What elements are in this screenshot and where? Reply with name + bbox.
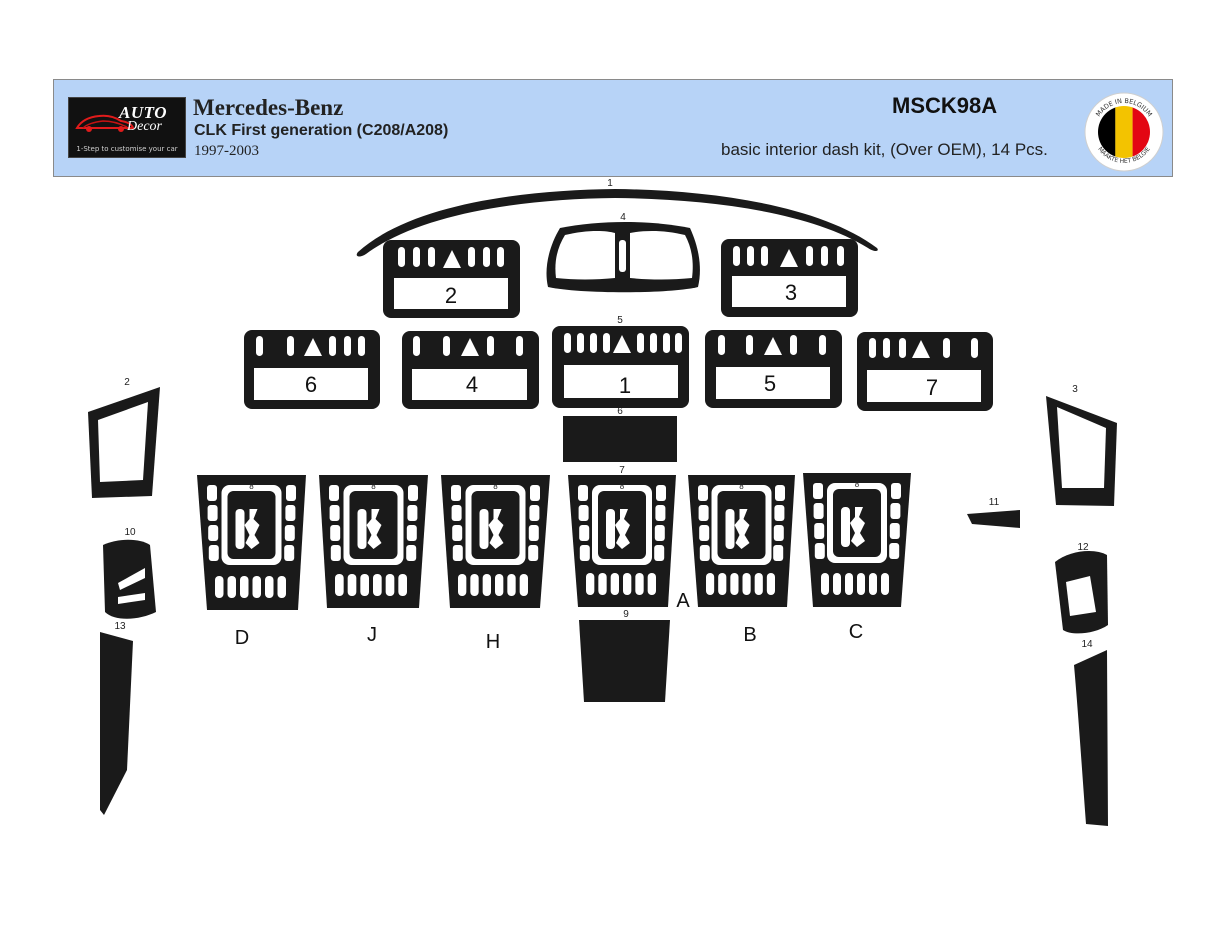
gear-variant-label: A bbox=[676, 590, 690, 612]
piece-number-12: 12 bbox=[1077, 542, 1089, 553]
piece-9-panel bbox=[579, 620, 670, 702]
brand-title: Mercedes-Benz bbox=[193, 95, 344, 120]
piece-14-long-trim bbox=[1074, 650, 1108, 826]
car-silhouette-icon bbox=[75, 114, 135, 132]
vent-panel-6 bbox=[244, 330, 380, 409]
kit-description: basic interior dash kit, (Over OEM), 14 … bbox=[721, 140, 1048, 159]
gear-variant-label: C bbox=[849, 621, 863, 643]
piece-10-door-trim bbox=[103, 539, 156, 619]
logo-tagline: 1-Step to customise your car bbox=[76, 145, 178, 153]
vent-panel-1 bbox=[552, 326, 689, 408]
gear-variant-label: D bbox=[235, 627, 249, 649]
piece-6-panel bbox=[563, 416, 677, 462]
vent-label-3: 3 bbox=[785, 280, 797, 305]
vent-label-2: 2 bbox=[445, 283, 457, 308]
gear-piece-number: 8 bbox=[493, 482, 498, 491]
product-code: MSCK98A bbox=[892, 93, 998, 118]
gear-piece-number: 8 bbox=[620, 482, 625, 491]
piece-number-7: 7 bbox=[619, 465, 625, 476]
gear-variant-label: J bbox=[367, 624, 377, 646]
vent-label-5: 5 bbox=[764, 371, 776, 396]
piece-number-3: 3 bbox=[1072, 384, 1078, 395]
gear-variant-label: B bbox=[743, 624, 756, 646]
piece-number-1: 1 bbox=[607, 178, 613, 189]
gear-surround-A: 8A bbox=[568, 475, 690, 612]
gear-piece-number: 8 bbox=[855, 480, 860, 489]
piece-number-5: 5 bbox=[617, 315, 623, 326]
logo-brand-auto: AUTO bbox=[119, 103, 167, 122]
piece-number-13: 13 bbox=[114, 621, 126, 632]
model-subtitle: CLK First generation (C208/A208) bbox=[194, 122, 449, 139]
piece-number-10: 10 bbox=[124, 527, 136, 538]
gear-variant-label: H bbox=[486, 631, 500, 653]
vent-label-1: 1 bbox=[619, 373, 631, 398]
piece-1-dash-strip bbox=[356, 189, 878, 257]
autodecor-logo: AUTO Decor 1-Step to customise your car bbox=[68, 97, 186, 158]
gear-piece-number: 8 bbox=[739, 482, 744, 491]
piece-2-side-trim bbox=[88, 387, 160, 498]
vent-panel-5 bbox=[705, 330, 842, 408]
gear-surround-B: 8B bbox=[688, 475, 795, 646]
piece-12-door-trim bbox=[1055, 550, 1108, 634]
gear-surround-C: 8C bbox=[803, 473, 911, 643]
piece-number-9: 9 bbox=[623, 609, 629, 620]
vent-label-4: 4 bbox=[466, 372, 478, 397]
piece-4-cluster-surround bbox=[546, 222, 700, 293]
vent-panel-7 bbox=[857, 332, 993, 411]
piece-number-11: 11 bbox=[989, 497, 1000, 508]
vent-label-6: 6 bbox=[305, 372, 317, 397]
product-header: AUTO Decor 1-Step to customise your car … bbox=[53, 79, 1173, 177]
piece-number-6: 6 bbox=[617, 406, 623, 417]
gear-piece-number: 8 bbox=[249, 482, 254, 491]
vent-label-7: 7 bbox=[926, 375, 938, 400]
gear-surround-D: 8D bbox=[197, 475, 306, 649]
piece-13-long-trim bbox=[100, 632, 133, 815]
vent-panel-3 bbox=[721, 239, 858, 317]
piece-number-2: 2 bbox=[124, 377, 130, 388]
piece-11-clip bbox=[967, 510, 1020, 528]
piece-number-14: 14 bbox=[1081, 639, 1093, 650]
piece-number-4: 4 bbox=[620, 212, 626, 223]
logo-brand-decor: Decor bbox=[127, 119, 162, 134]
gear-piece-number: 8 bbox=[371, 482, 376, 491]
model-years: 1997-2003 bbox=[194, 143, 259, 159]
gear-surround-J: 8J bbox=[319, 475, 428, 646]
vent-panel-2 bbox=[383, 240, 520, 318]
made-in-belgium-seal-icon: MADE IN BELGIUM MAAKTE HET BELGIE bbox=[1084, 92, 1164, 172]
piece-3-side-trim bbox=[1046, 396, 1117, 506]
gear-surround-H: 8H bbox=[441, 475, 550, 653]
vent-panel-4 bbox=[402, 331, 539, 409]
